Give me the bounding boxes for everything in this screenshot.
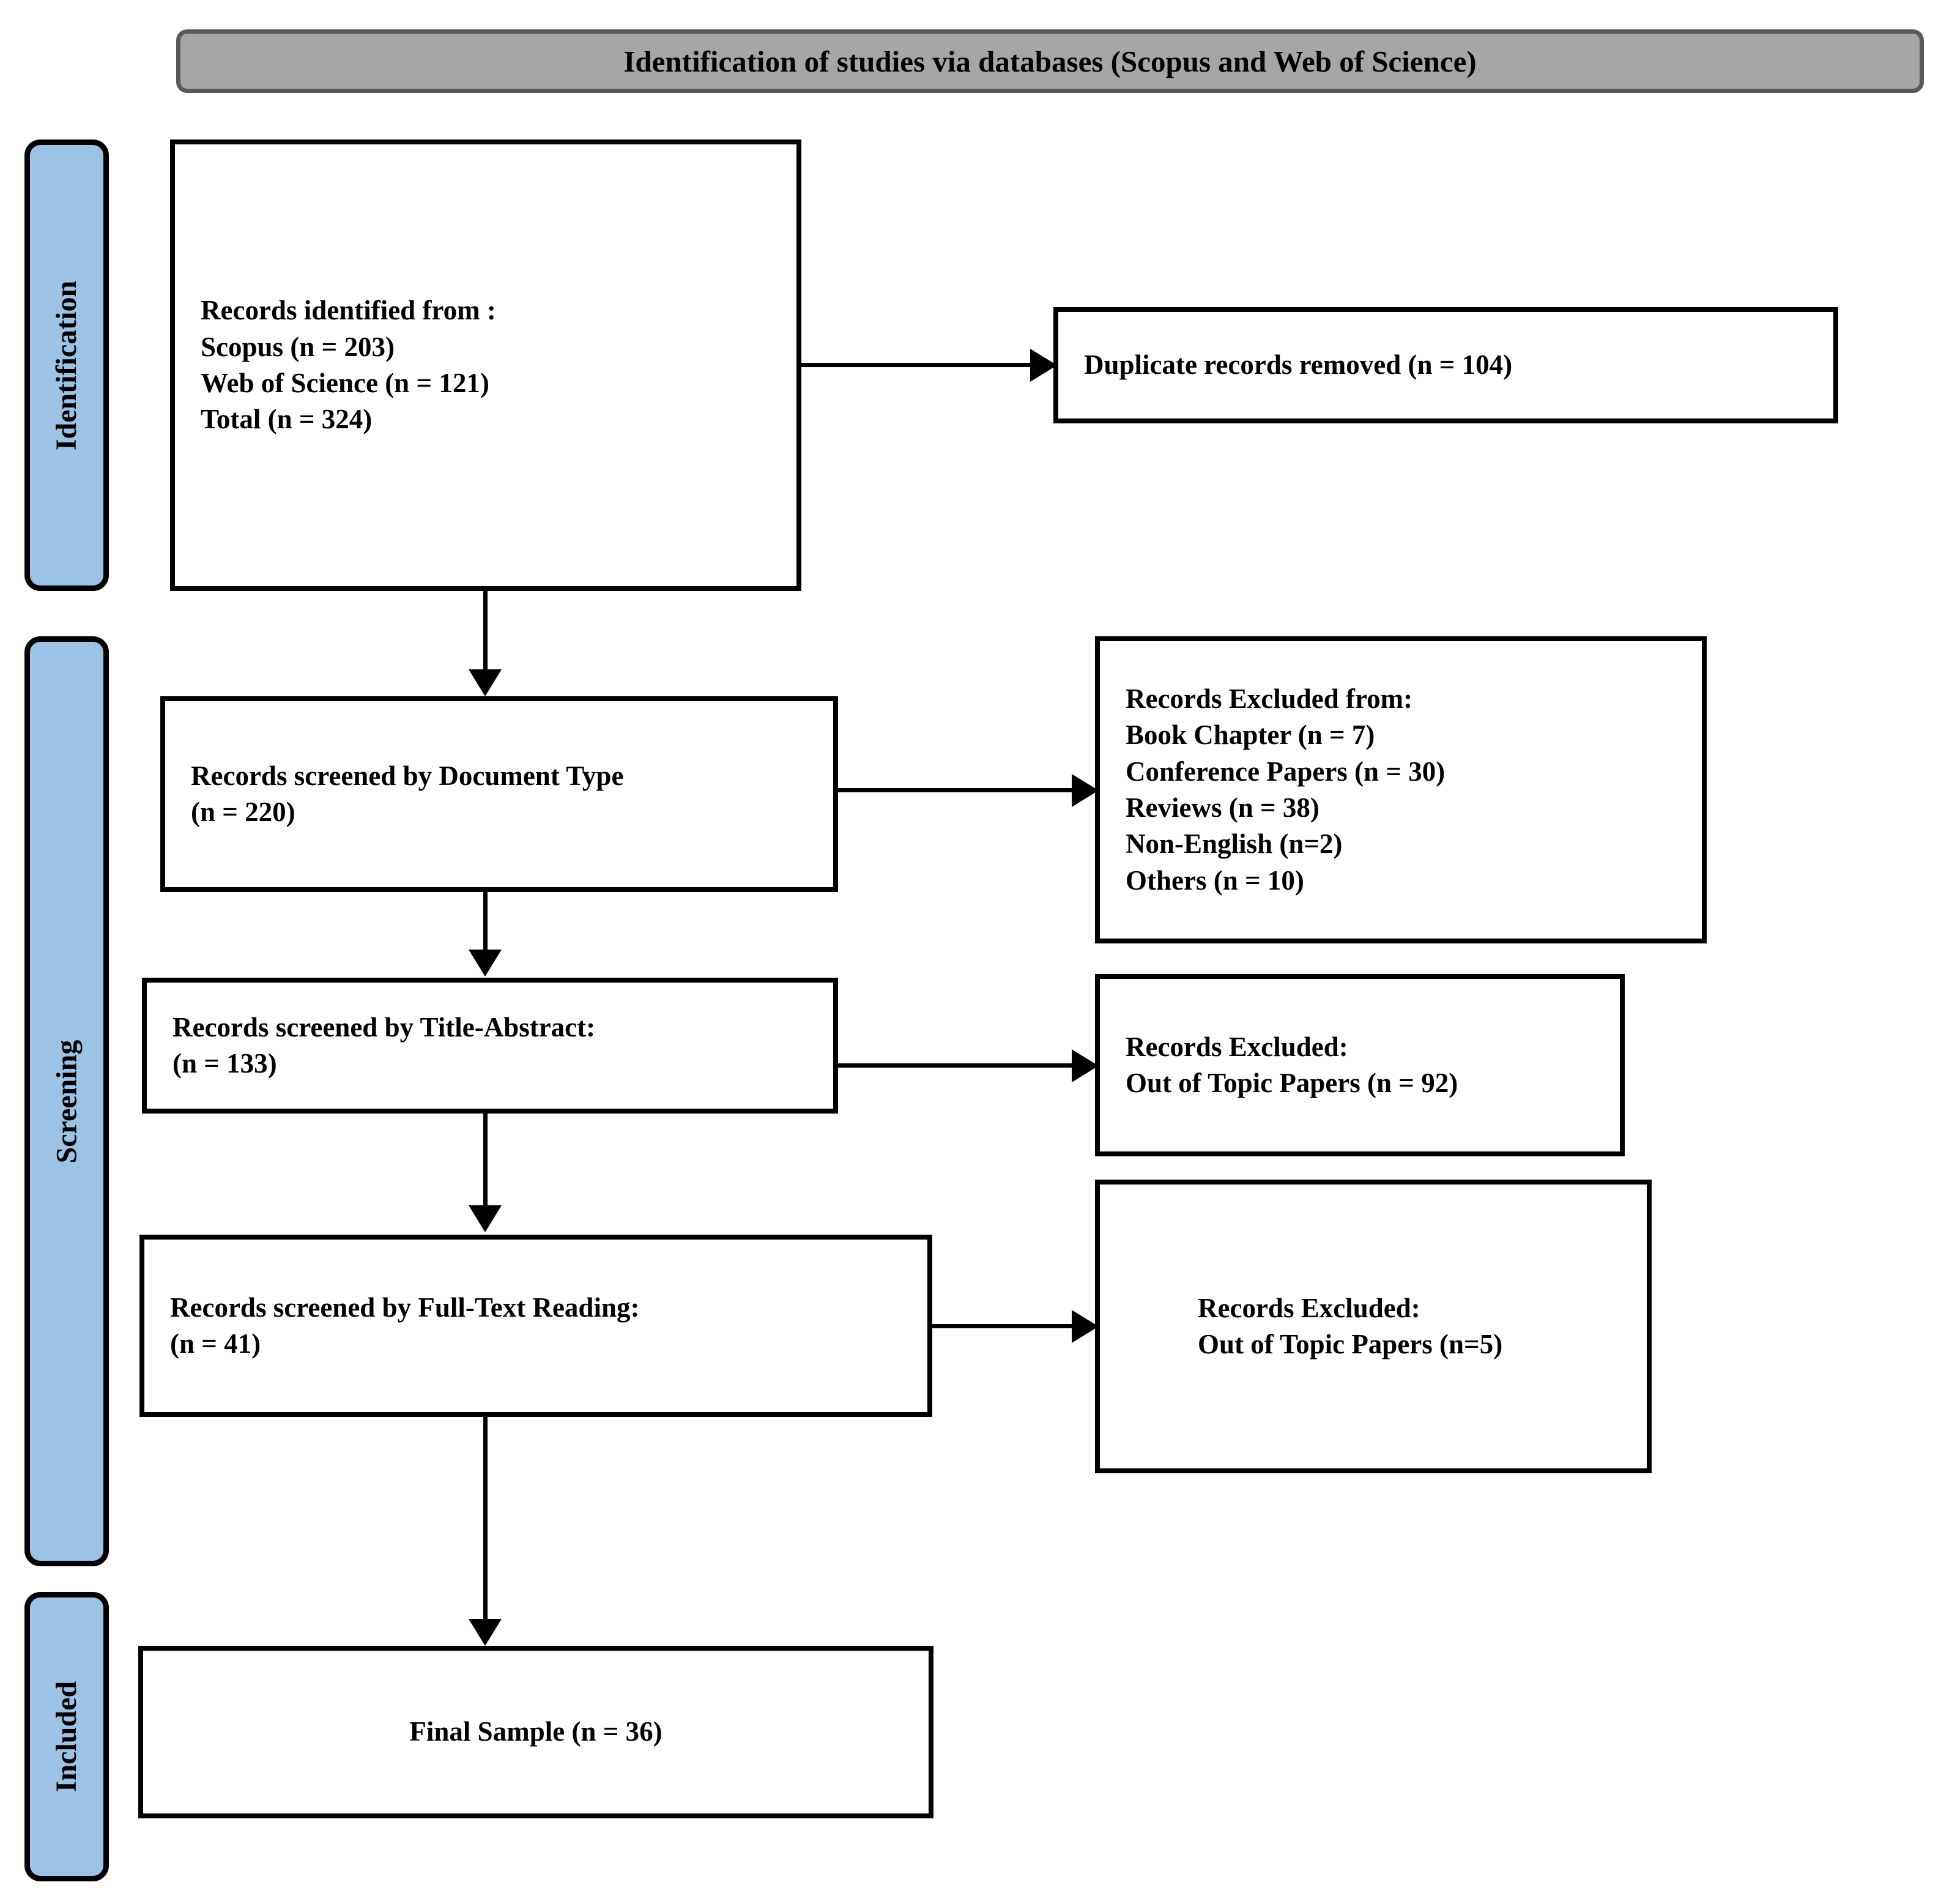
connector-identified-to-doctype [483,589,488,671]
stage-label-screening-text: Screening [50,1039,83,1163]
box-line: Total (n = 324) [201,404,373,435]
connector-titleabstract-to-fulltext [483,1110,488,1207]
page-title: Identification of studies via databases … [623,44,1477,78]
box-line: Non-English (n=2) [1126,828,1343,860]
box-records-excluded-document-type: Records Excluded from: Book Chapter (n =… [1095,636,1707,943]
box-line: Records identified from : [201,295,496,326]
box-line: Records screened by Document Type [191,760,624,791]
connector-doctype-to-titleabstract [483,888,488,951]
box-line: Others (n = 10) [1126,865,1304,896]
box-line: Out of Topic Papers (n = 92) [1126,1068,1458,1098]
box-line: (n = 220) [191,797,295,827]
box-records-screened-full-text: Records screened by Full-Text Reading: (… [139,1235,932,1417]
arrow-right-icon [1072,1049,1099,1082]
box-line: Records Excluded from: [1126,683,1413,714]
arrow-right-icon [1072,774,1099,807]
arrow-down-icon [469,1619,502,1646]
arrow-down-icon [469,669,502,696]
box-records-excluded-title-abstract: Records Excluded: Out of Topic Papers (n… [1095,974,1625,1156]
box-line: Scopus (n = 203) [201,331,395,362]
box-records-screened-document-type: Records screened by Document Type (n = 2… [160,696,838,892]
box-line: Out of Topic Papers (n=5) [1198,1329,1503,1359]
box-line: Records Excluded: [1126,1031,1348,1062]
arrow-right-icon [1072,1310,1099,1343]
stage-label-identification: Identification [24,139,109,591]
box-line: (n = 133) [173,1048,277,1079]
box-duplicate-records-removed: Duplicate records removed (n = 104) [1053,307,1838,423]
box-records-screened-title-abstract: Records screened by Title-Abstract: (n =… [142,978,838,1114]
box-line: Web of Science (n = 121) [201,368,489,398]
connector-fulltext-to-excluded [930,1324,1074,1328]
box-line: Final Sample (n = 36) [409,1716,662,1747]
stage-label-identification-text: Identification [50,280,83,450]
arrow-down-icon [469,1205,502,1232]
stage-label-included-text: Included [50,1681,83,1793]
box-line: Records screened by Title-Abstract: [173,1011,596,1043]
diagram-header-banner: Identification of studies via databases … [176,29,1924,93]
connector-titleabstract-to-excluded [836,1063,1074,1068]
arrow-down-icon [469,950,502,976]
stage-label-screening: Screening [24,636,109,1566]
box-line: Reviews (n = 38) [1126,792,1319,823]
box-line: Conference Papers (n = 30) [1126,756,1446,787]
box-line: Book Chapter (n = 7) [1126,720,1375,751]
stage-label-included: Included [24,1592,109,1881]
box-line: Duplicate records removed (n = 104) [1084,349,1513,381]
connector-identified-to-duplicates [800,363,1033,367]
connector-doctype-to-excluded [836,788,1074,792]
box-records-identified: Records identified from : Scopus (n = 20… [170,139,801,591]
box-records-excluded-full-text: Records Excluded: Out of Topic Papers (n… [1095,1180,1652,1473]
box-final-sample: Final Sample (n = 36) [138,1646,933,1818]
connector-fulltext-to-final [483,1413,488,1621]
box-line: (n = 41) [170,1328,261,1359]
box-line: Records Excluded: [1198,1292,1420,1323]
arrow-right-icon [1030,349,1057,382]
box-line: Records screened by Full-Text Reading: [170,1292,640,1323]
